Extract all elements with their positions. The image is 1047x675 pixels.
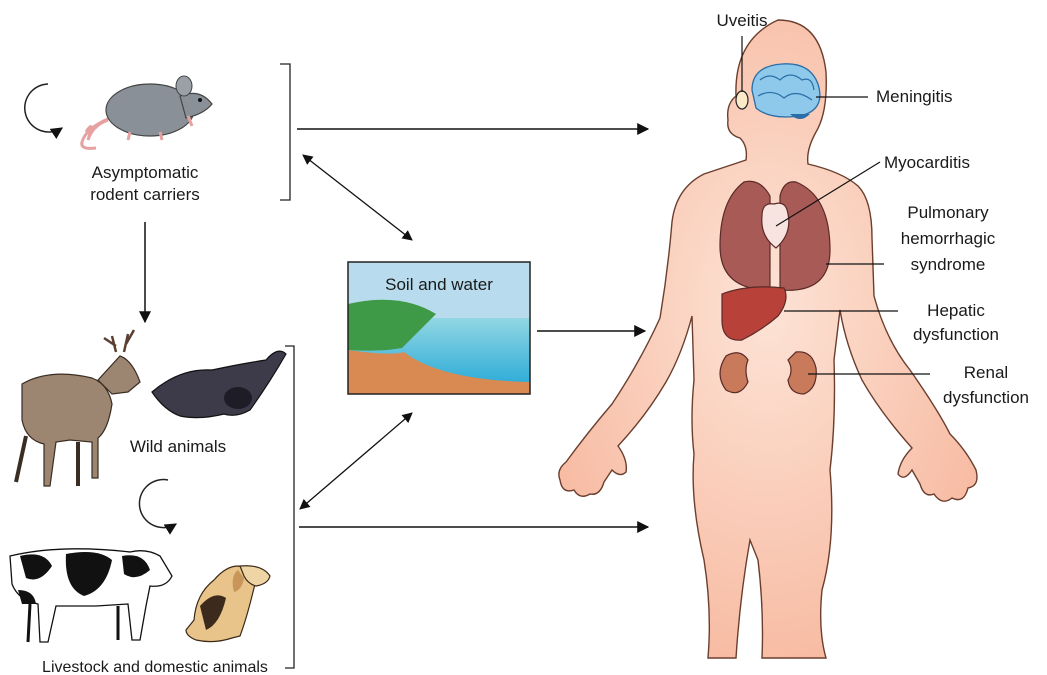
animals-bracket xyxy=(285,346,294,668)
arrow-rodents-soil xyxy=(303,155,412,240)
pulmonary-label-line2: hemorrhagic xyxy=(901,229,996,248)
wild-animals-label: Wild animals xyxy=(130,437,226,456)
livestock-label: Livestock and domestic animals xyxy=(42,659,268,675)
rodent-bracket xyxy=(280,64,290,200)
pulmonary-label-line1: Pulmonary xyxy=(907,203,989,222)
meningitis-label: Meningitis xyxy=(876,87,953,106)
hepatic-label-line1: Hepatic xyxy=(927,301,985,320)
soil-and-water-label: Soil and water xyxy=(385,275,493,294)
arrow-animals-soil xyxy=(300,413,412,509)
rodent-label-line1: Asymptomatic xyxy=(92,163,199,182)
dog-icon xyxy=(186,566,270,642)
pulmonary-label-line3: syndrome xyxy=(911,255,986,274)
brain-icon xyxy=(752,64,820,119)
bat-icon xyxy=(152,351,286,418)
rat-icon xyxy=(82,76,212,148)
kidney-right-icon xyxy=(788,352,816,394)
rodent-cycle-icon xyxy=(25,84,62,132)
livestock-cycle-icon xyxy=(139,480,176,528)
renal-label-line2: dysfunction xyxy=(943,388,1029,407)
rodent-label-line2: rodent carriers xyxy=(90,185,200,204)
uveitis-label: Uveitis xyxy=(716,11,767,30)
kidney-left-icon xyxy=(720,353,748,393)
deer-icon xyxy=(16,330,140,486)
eye-icon xyxy=(736,91,748,109)
renal-label-line1: Renal xyxy=(964,363,1008,382)
myocarditis-label: Myocarditis xyxy=(884,153,970,172)
cow-icon xyxy=(10,549,172,642)
hepatic-label-line2: dysfunction xyxy=(913,325,999,344)
